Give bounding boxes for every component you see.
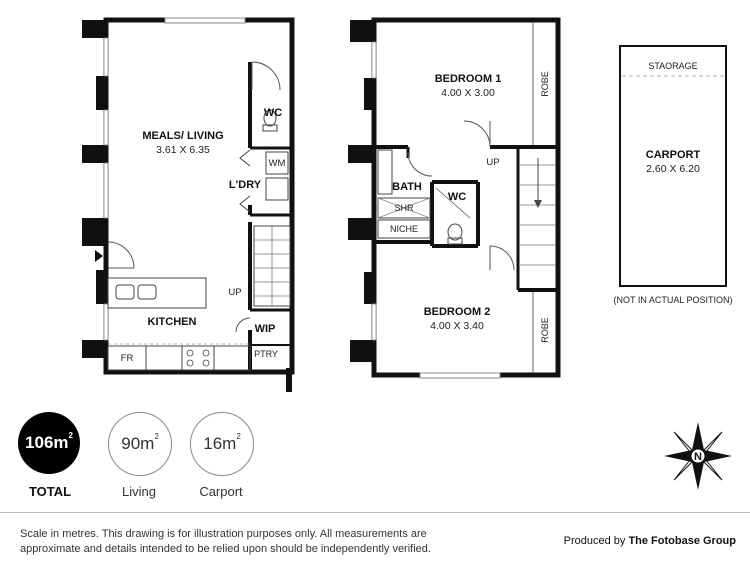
carport-note: (NOT IN ACTUAL POSITION) (613, 295, 732, 305)
wip-label: WIP (255, 323, 276, 335)
meals-living-label: MEALS/ LIVING (142, 130, 223, 142)
bedroom1-label: BEDROOM 1 (435, 73, 502, 85)
stairs-ground (253, 225, 291, 307)
living-area-badge: 90m2 (108, 412, 172, 476)
bedroom2-label: BEDROOM 2 (424, 306, 491, 318)
niche-label: NICHE (390, 224, 418, 234)
producer-name: The Fotobase Group (628, 535, 736, 547)
wc-ground-label: WC (264, 107, 282, 119)
footer-divider (0, 512, 750, 513)
wc-upper-label: WC (448, 191, 466, 203)
storage-label: STAORAGE (648, 61, 697, 71)
kitchen-label: KITCHEN (148, 316, 197, 328)
carport-label: CARPORT (646, 149, 701, 161)
total-area-sup: 2 (68, 431, 73, 440)
carport-area-value: 16m (203, 434, 237, 453)
ground-floor: MEALS/ LIVING 3.61 X 6.35 KITCHEN WC WM … (82, 17, 295, 392)
meals-living-dim: 3.61 X 6.35 (156, 144, 210, 156)
fr-label: FR (121, 353, 134, 364)
living-area-label: Living (122, 484, 156, 499)
carport: STAORAGE CARPORT 2.60 X 6.20 (NOT IN ACT… (613, 45, 733, 305)
up-upper-label: UP (486, 157, 499, 168)
producer-prefix: Produced by (563, 535, 629, 547)
robe2-label: ROBE (540, 317, 550, 343)
wm-label: WM (269, 158, 286, 169)
entry-arrow-icon (95, 250, 103, 262)
floor-plan: MEALS/ LIVING 3.61 X 6.35 KITCHEN WC WM … (82, 17, 733, 392)
bedroom1-dim: 4.00 X 3.00 (441, 87, 495, 99)
total-area-label: TOTAL (28, 484, 72, 499)
laundry-label: L'DRY (229, 179, 262, 191)
up-ground-label: UP (228, 287, 241, 298)
robe1-label: ROBE (540, 71, 550, 97)
carport-area-label: Carport (199, 484, 243, 499)
total-area-badge: 106m2 (18, 412, 80, 474)
living-area-value: 90m (121, 434, 155, 453)
carport-area-badge: 16m2 (190, 412, 254, 476)
compass-letter: N (694, 451, 702, 463)
living-area-sup: 2 (154, 432, 159, 441)
ptry-label: PTRY (254, 349, 278, 359)
bath-label: BATH (392, 181, 422, 193)
shr-label: SHR (394, 203, 414, 213)
stairs-upper (520, 158, 556, 266)
carport-dim: 2.60 X 6.20 (646, 163, 700, 175)
north-arrow-icon: N (664, 422, 732, 490)
producer-credit: Produced by The Fotobase Group (564, 535, 736, 547)
carport-area-sup: 2 (236, 432, 241, 441)
disclaimer-text: Scale in metres. This drawing is for ill… (20, 528, 431, 555)
total-area-value: 106m (25, 433, 69, 452)
upper-floor: BEDROOM 1 4.00 X 3.00 ROBE BATH SHR NICH… (348, 17, 561, 379)
bedroom2-dim: 4.00 X 3.40 (430, 320, 484, 332)
